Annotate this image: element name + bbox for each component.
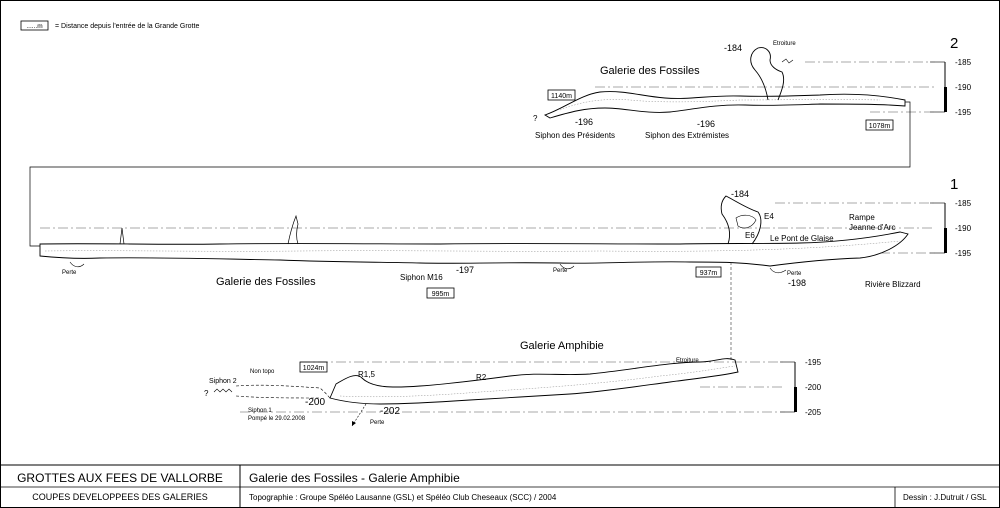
etroiture-label: Etroiture — [676, 358, 699, 364]
dessin-credit: Dessin : J.Dutruit / GSL — [903, 493, 987, 502]
unknown-mark: ? — [204, 389, 209, 398]
depth-label: -202 — [380, 406, 400, 417]
section-2-title: Galerie des Fossiles — [600, 65, 700, 77]
siphon-label: Siphon 1 — [248, 408, 272, 414]
depth-label: -184 — [724, 43, 742, 53]
perte-label: Perte — [370, 420, 385, 426]
scale-bar — [944, 87, 947, 112]
scale-label: -195 — [955, 249, 972, 258]
scale-label: -185 — [955, 199, 972, 208]
pont-label: Le Pont de Glaise — [770, 234, 834, 243]
siphon-label: Siphon des Présidents — [535, 131, 615, 140]
rampe-label: Jeanne d'Arc — [849, 223, 895, 232]
legend-box-text: ......m — [26, 23, 42, 30]
e4-label: E4 — [764, 212, 774, 221]
section-1-title: Galerie des Fossiles — [216, 276, 316, 288]
depth-label: -197 — [456, 265, 474, 275]
depth-label: -196 — [697, 119, 715, 129]
scale-label: -195 — [805, 358, 822, 367]
gallery-profile — [543, 91, 906, 119]
e6-label: E6 — [745, 231, 755, 240]
scale-label: -200 — [805, 383, 822, 392]
depth-label: -196 — [575, 117, 593, 127]
scale-label: -190 — [955, 83, 972, 92]
siphon-label: Siphon M16 — [400, 273, 443, 282]
etroiture-label: Etroiture — [773, 41, 796, 47]
perte-label: Perte — [553, 268, 568, 274]
scale-label: -195 — [955, 108, 972, 117]
unknown-mark: ? — [533, 114, 538, 123]
section-3-title: Galerie Amphibie — [520, 340, 604, 352]
distance-box: 995m — [432, 291, 450, 298]
gallery-profile — [39, 231, 909, 267]
legend-description: = Distance depuis l'entrée de la Grande … — [55, 23, 199, 30]
galleries-title: Galerie des Fossiles - Galerie Amphibie — [249, 471, 460, 485]
distance-box: 1078m — [869, 123, 891, 130]
drawing-subtitle: COUPES DEVELOPPEES DES GALERIES — [32, 492, 208, 502]
title-block: GROTTES AUX FEES DE VALLORBE COUPES DEVE… — [0, 464, 1000, 508]
section-1: 1 -185 -190 -195 995m 937m Galerie des F… — [39, 176, 972, 362]
section-connector — [29, 101, 911, 247]
section-2-number: 2 — [950, 35, 958, 52]
section-2: 2 -185 -190 -195 1140m 1078m Galerie des… — [533, 35, 972, 140]
depth-label: -184 — [731, 189, 749, 199]
scale-label: -185 — [955, 58, 972, 67]
section-1-number: 1 — [950, 176, 958, 193]
section-3: -195 -200 -205 1024m Galerie Amphibie No… — [204, 340, 822, 427]
perte-label: Perte — [787, 271, 802, 277]
siphon-label: Siphon 2 — [209, 378, 237, 385]
distance-box: 1024m — [303, 365, 325, 372]
distance-box: 1140m — [551, 93, 572, 100]
r15-label: R1,5 — [358, 370, 375, 379]
scale-label: -190 — [955, 224, 972, 233]
rampe-label: Rampe — [849, 213, 875, 222]
pompe-label: Pompé le 29.02.2008 — [248, 416, 306, 422]
gallery-profile — [329, 358, 739, 405]
chimney-profile — [720, 195, 762, 245]
siphon-label: Siphon des Extrémistes — [645, 131, 729, 140]
cave-name: GROTTES AUX FEES DE VALLORBE — [17, 471, 223, 485]
topographie-credit: Topographie : Groupe Spéléo Lausanne (GS… — [249, 493, 557, 502]
depth-label: -198 — [788, 278, 806, 288]
river-label: Rivière Blizzard — [865, 280, 921, 289]
distance-box: 937m — [700, 270, 718, 277]
perte-label: Perte — [62, 270, 77, 276]
r2-label: R2 — [476, 373, 487, 382]
chimney-profile — [750, 47, 785, 101]
scale-label: -205 — [805, 408, 822, 417]
depth-label: -200 — [305, 397, 325, 408]
non-topo-label: Non topo — [250, 369, 275, 375]
legend-box — [20, 20, 49, 31]
